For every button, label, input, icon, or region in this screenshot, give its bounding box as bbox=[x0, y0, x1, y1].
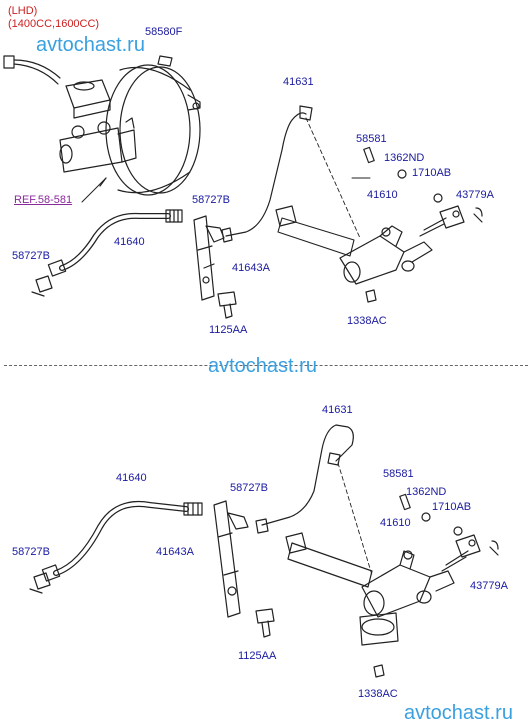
part-58581-bottom[interactable]: 58581 bbox=[383, 468, 414, 480]
part-1362ND-bottom[interactable]: 1362ND bbox=[406, 486, 447, 498]
brake-booster bbox=[105, 64, 201, 196]
variant-label: (LHD) bbox=[8, 5, 38, 17]
push-rod-top bbox=[419, 205, 483, 237]
clutch-master-cylinder-top bbox=[275, 205, 433, 285]
part-1710AB-top[interactable]: 1710AB bbox=[412, 167, 452, 179]
part-41631-top[interactable]: 41631 bbox=[283, 76, 314, 88]
clutch-master-cylinder-bottom bbox=[285, 532, 455, 646]
part-1362ND-top[interactable]: 1362ND bbox=[384, 152, 425, 164]
part-1338AC-top[interactable]: 1338AC bbox=[347, 315, 387, 327]
part-58581-top[interactable]: 58581 bbox=[356, 133, 387, 145]
part-1125AA-bottom[interactable]: 1125AA bbox=[238, 650, 277, 662]
bracket-top bbox=[193, 215, 225, 301]
clip-left-top bbox=[31, 275, 53, 297]
ref-leader bbox=[81, 177, 107, 203]
part-1338AC-bottom[interactable]: 1338AC bbox=[358, 688, 398, 700]
part-1125AA-top[interactable]: 1125AA bbox=[209, 324, 248, 336]
clip-left-bottom bbox=[29, 572, 51, 594]
part-41643A-top[interactable]: 41643A bbox=[232, 262, 270, 274]
small-parts-top bbox=[157, 55, 443, 303]
master-cylinder bbox=[59, 79, 137, 173]
part-58727B-top-b[interactable]: 58727B bbox=[12, 250, 50, 262]
clutch-hose-bottom bbox=[41, 501, 203, 582]
leader-pipe-bottom bbox=[337, 462, 373, 576]
small-parts-bottom bbox=[373, 493, 463, 678]
bottom-illustration bbox=[29, 424, 499, 678]
top-illustration bbox=[3, 55, 483, 319]
wiring-connector bbox=[3, 55, 61, 85]
bolt-top bbox=[217, 291, 237, 319]
push-rod-bottom bbox=[441, 534, 499, 572]
part-41640-top[interactable]: 41640 bbox=[114, 236, 145, 248]
watermark-bottom: avtochast.ru bbox=[404, 702, 513, 724]
part-41631-bottom[interactable]: 41631 bbox=[322, 404, 353, 416]
part-58727B-top-a[interactable]: 58727B bbox=[192, 194, 230, 206]
clutch-pipe-top bbox=[221, 105, 313, 243]
engine-label: (1400CC,1600CC) bbox=[8, 18, 100, 30]
leader-pipe-top bbox=[305, 117, 361, 239]
watermark-middle: avtochast.ru bbox=[208, 355, 317, 377]
reference-link[interactable]: REF.58-581 bbox=[14, 194, 73, 206]
part-43779A-bottom[interactable]: 43779A bbox=[470, 580, 508, 592]
part-58580F[interactable]: 58580F bbox=[145, 26, 183, 38]
section-divider bbox=[4, 365, 528, 366]
part-41610-top[interactable]: 41610 bbox=[367, 189, 398, 201]
watermark-top: avtochast.ru bbox=[36, 34, 145, 56]
part-41640-bottom[interactable]: 41640 bbox=[116, 472, 147, 484]
part-41610-bottom[interactable]: 41610 bbox=[380, 517, 411, 529]
part-41643A-bottom[interactable]: 41643A bbox=[156, 546, 194, 558]
clutch-hose-top bbox=[47, 209, 183, 277]
part-58727B-bottom-b[interactable]: 58727B bbox=[12, 546, 50, 558]
part-1710AB-bottom[interactable]: 1710AB bbox=[432, 501, 472, 513]
bolt-bottom bbox=[255, 608, 275, 638]
part-58727B-bottom-a[interactable]: 58727B bbox=[230, 482, 268, 494]
clutch-pipe-bottom bbox=[255, 424, 354, 534]
bracket-bottom bbox=[213, 500, 249, 618]
part-43779A-top[interactable]: 43779A bbox=[456, 189, 494, 201]
